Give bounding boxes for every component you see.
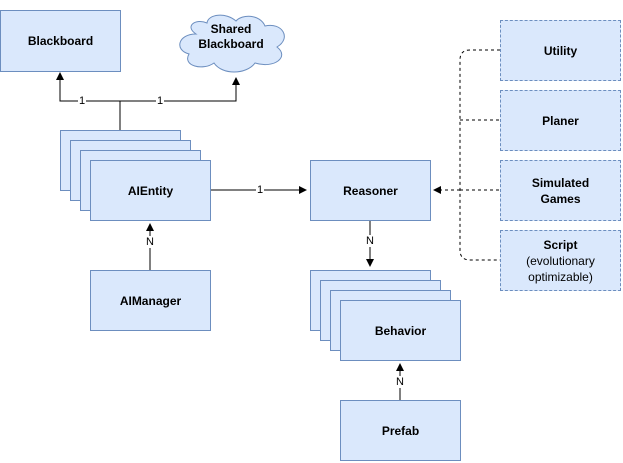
edge-label-prefab-behavior: N [395,376,405,388]
behavior-node: Behavior [340,300,461,361]
script-node: Script (evolutionary optimizable) [500,230,621,291]
blackboard-node: Blackboard [0,10,121,72]
prefab-node: Prefab [340,400,461,461]
prefab-label: Prefab [381,423,420,438]
edge-label-entity-reasoner: 1 [256,184,265,196]
reasoner-label: Reasoner [343,183,398,198]
shared-blackboard-line1: Shared [210,22,252,36]
script-line1: Script [543,237,578,252]
utility-node: Utility [500,20,621,81]
simulated-games-node: Simulated Games [500,160,621,221]
aimanager-label: AIManager [119,293,182,308]
edge-label-entity-blackboard: 1 [78,95,87,107]
utility-label: Utility [543,43,578,58]
script-line2: (evolutionary [526,253,595,268]
shared-blackboard-line2: Blackboard [198,37,264,51]
edge-entity-blackboard [56,72,121,130]
blackboard-label: Blackboard [27,34,94,48]
behavior-label: Behavior [374,323,427,338]
reasoner-node: Reasoner [310,160,431,221]
shared-blackboard-label: Shared Blackboard [178,13,284,61]
planer-node: Planer [500,90,621,151]
aientity-label: AIEntity [127,183,174,198]
edge-label-reasoner-behavior: N [365,235,375,247]
edge-entity-shared [120,77,240,102]
edge-strategies-bracket [459,49,500,261]
shared-blackboard-cloud [179,14,285,73]
simulated-games-line1: Simulated [531,175,590,190]
simulated-games-line2: Games [540,191,581,206]
aientity-node: AIEntity [90,160,211,221]
planer-label: Planer [542,113,579,128]
aimanager-node: AIManager [90,270,211,331]
edge-label-manager-entity: N [145,236,155,248]
script-line3: optimizable) [528,269,593,284]
edge-label-entity-shared: 1 [156,95,165,107]
